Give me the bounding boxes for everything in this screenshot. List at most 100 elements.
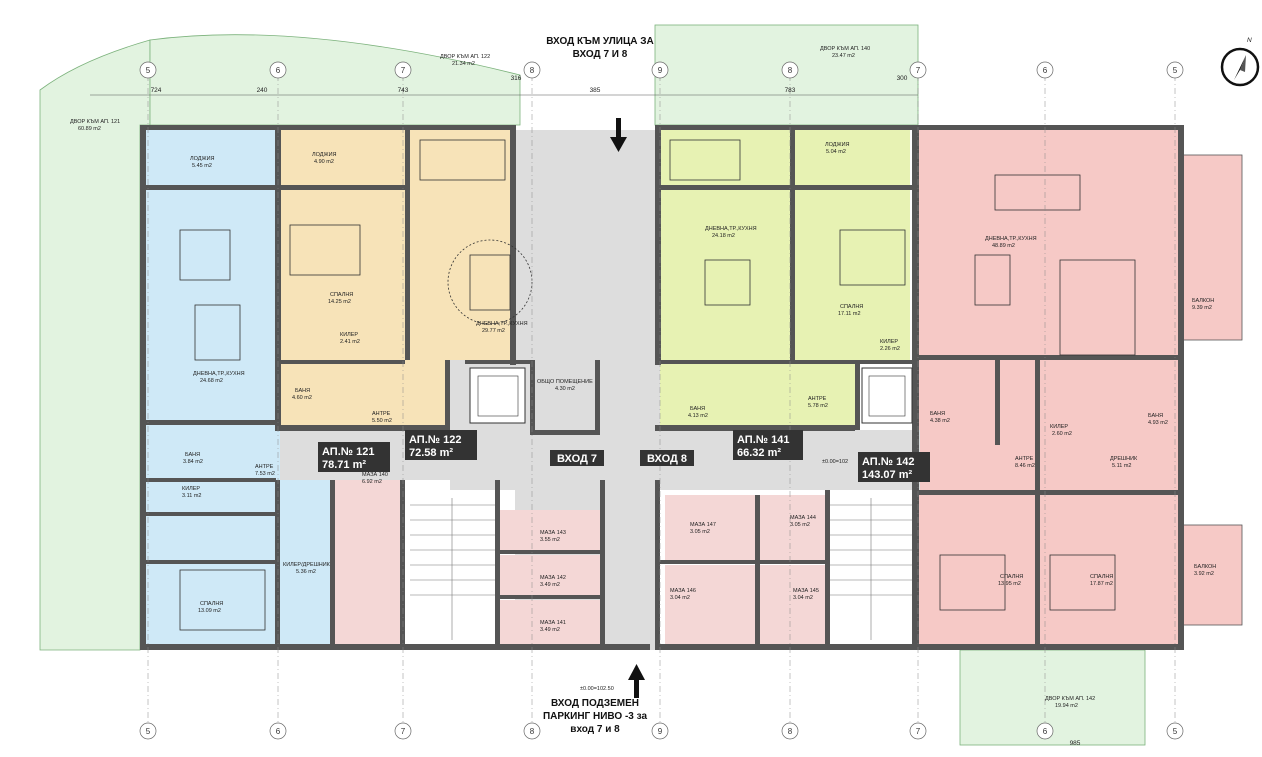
room-5-area: 29.77 m2: [482, 328, 505, 334]
storage-142: [500, 555, 600, 595]
storage-147: [665, 495, 755, 560]
parking-entrance-line1: ВХОД ПОДЗЕМЕН: [551, 698, 639, 709]
storage-145: [760, 565, 825, 645]
room-30-name: МАЗА 140: [362, 472, 388, 478]
lift-left: [469, 367, 526, 424]
door7-label: ВХОД 7: [557, 453, 597, 465]
room-labels: ЛОДЖИЯ 5.45 m2 ЛОДЖИЯ 4.90 m2 ЛОДЖИЯ 5.0…: [182, 142, 1216, 633]
axis-bottom-2: 7: [401, 727, 406, 736]
axis-bottom-4: 9: [658, 727, 663, 736]
ap121-fill-a: [145, 130, 275, 420]
lift-right: [861, 367, 913, 424]
axis-top-5: 8: [788, 66, 793, 75]
room-34-name: МАЗА 147: [690, 522, 716, 528]
storage-143: [500, 510, 600, 550]
room-25-area: 7.53 m2: [255, 471, 275, 477]
yard-121-name: ДВОР КЪМ АП. 121: [70, 119, 120, 125]
axis-bottom-7: 6: [1043, 727, 1048, 736]
dim-top-4: 385: [590, 87, 601, 94]
ap122-label-bg: [405, 430, 477, 460]
axis-labels-bottom: 5 6 7 8 9 8 7 6 5: [146, 727, 1178, 736]
ap141-fill-b: [660, 360, 855, 430]
room-10-name: СПАЛНЯ: [840, 304, 863, 310]
room-33-name: МАЗА 141: [540, 620, 566, 626]
axis-top-7: 6: [1043, 66, 1048, 75]
room-1-name: ЛОДЖИЯ: [312, 152, 337, 158]
room-22-area: 17.87 m2: [1090, 581, 1113, 587]
axis-markers-top: [139, 61, 1184, 79]
room-24-name: БАНЯ: [185, 452, 200, 458]
room-19-area: 8.46 m2: [1015, 463, 1035, 469]
axis-labels-top: 5 6 7 8 9 8 7 6 5: [146, 66, 1178, 75]
dim-top-2: 743: [398, 87, 409, 94]
room-26-area: 3.11 m2: [182, 493, 201, 499]
room-30-area: 6.92 m2: [362, 479, 382, 485]
room-4-name: СПАЛНЯ: [330, 292, 353, 298]
parking-entrance-line2: ПАРКИНГ НИВО -3 за: [543, 711, 647, 722]
room-19-name: АНТРЕ: [1015, 456, 1034, 462]
room-11-area: 2.26 m2: [880, 346, 900, 352]
yard-140-area: 23.47 m2: [832, 53, 855, 59]
yard-142-name: ДВОР КЪМ АП. 142: [1045, 696, 1095, 702]
axis-bottom-0: 5: [146, 727, 151, 736]
door7-label-bg: [550, 450, 604, 466]
room-31-name: МАЗА 143: [540, 530, 566, 536]
room-7-area: 4.60 m2: [292, 395, 312, 401]
compass-icon: N: [1220, 37, 1260, 87]
dimension-labels-top: 724 240 743 316 385 783 300 985: [151, 75, 1081, 747]
room-17-name: КИЛЕР: [1050, 424, 1068, 430]
room-29-area: 4.30 m2: [555, 386, 575, 392]
axis-bottom-5: 8: [788, 727, 793, 736]
ap141-fill-a: [660, 130, 910, 360]
ap142-fill-b: [918, 360, 1180, 645]
room-34-area: 3.05 m2: [690, 529, 710, 535]
room-15-name: БАЛКОН: [1192, 298, 1214, 304]
arrow-down-icon: [610, 118, 627, 152]
axis-top-8: 5: [1173, 66, 1178, 75]
room-28-name: СПАЛНЯ: [200, 601, 223, 607]
room-12-area: 4.13 m2: [688, 413, 708, 419]
room-8-name: АНТРЕ: [372, 411, 391, 417]
stair-right: [825, 490, 918, 645]
room-37-area: 3.04 m2: [793, 595, 813, 601]
room-25-name: АНТРЕ: [255, 464, 274, 470]
storage-146: [665, 565, 755, 645]
axis-top-2: 7: [401, 66, 406, 75]
yard-140-name: ДВОР КЪМ АП. 140: [820, 46, 870, 52]
elevation-mark: ±0.00=102.50: [580, 686, 614, 692]
ap122-area: 72.58 m²: [409, 447, 453, 459]
room-2-name: ЛОДЖИЯ: [825, 142, 850, 148]
street-entrance-line2: ВХОД 7 И 8: [573, 49, 628, 60]
room-1-area: 4.90 m2: [314, 159, 334, 165]
room-12-name: БАНЯ: [690, 406, 705, 412]
room-3-name: ДНЕВНА,ТР.,КУХНЯ: [193, 371, 245, 377]
room-9-area: 24.18 m2: [712, 233, 735, 239]
arrow-up-icon: [628, 664, 645, 698]
walls: [140, 125, 1184, 650]
room-36-name: МАЗА 146: [670, 588, 696, 594]
common-lobby-l: [280, 430, 515, 480]
room-37-name: МАЗА 145: [793, 588, 819, 594]
ap142-area: 143.07 m²: [862, 469, 912, 481]
room-2-area: 5.04 m2: [826, 149, 846, 155]
room-35-name: МАЗА 144: [790, 515, 816, 521]
axis-top-1: 6: [276, 66, 281, 75]
room-0-area: 5.45 m2: [192, 163, 212, 169]
stair-treads-right: [830, 498, 912, 640]
axis-top-3: 8: [530, 66, 535, 75]
room-9-name: ДНЕВНА,ТР.,КУХНЯ: [705, 226, 757, 232]
axis-top-6: 7: [916, 66, 921, 75]
room-5-name: ДНЕВНА,ТР.,КУХНЯ: [476, 321, 528, 327]
room-3-area: 24.68 m2: [200, 378, 223, 384]
room-23-name: БАЛКОН: [1194, 564, 1216, 570]
room-16-name: БАНЯ: [930, 411, 945, 417]
room-7-name: БАНЯ: [295, 388, 310, 394]
ap121-area: 78.71 m²: [322, 459, 366, 471]
axis-bottom-1: 6: [276, 727, 281, 736]
storage-144: [760, 495, 825, 560]
room-10-area: 17.11 m2: [838, 311, 861, 317]
room-14-area: 48.89 m2: [992, 243, 1015, 249]
door8-label: ВХОД 8: [647, 453, 687, 465]
room-20-area: 5.11 m2: [1112, 463, 1131, 469]
